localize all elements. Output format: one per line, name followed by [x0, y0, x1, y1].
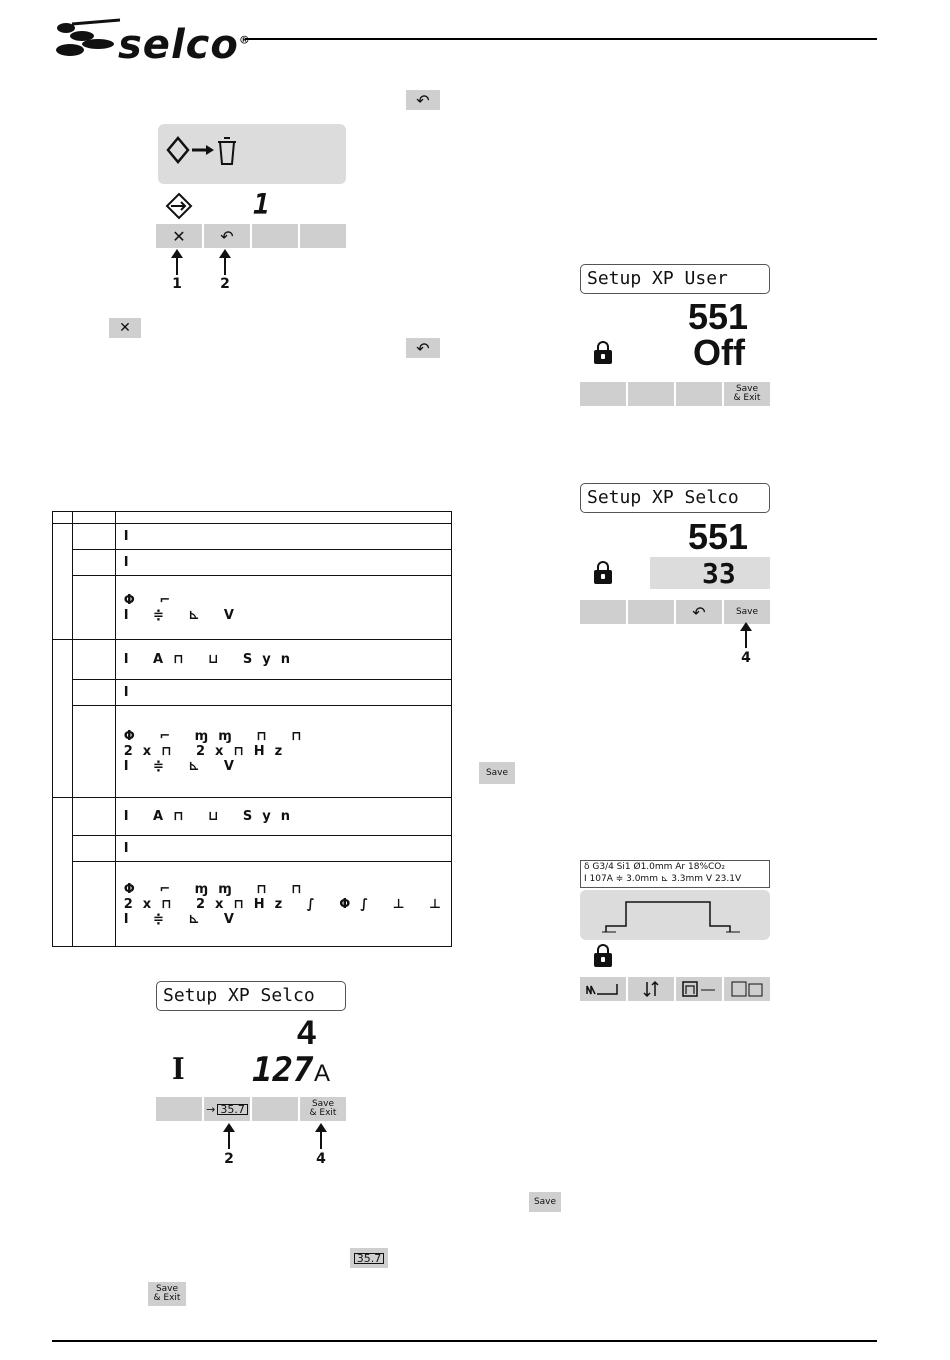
softkey-bar-1: ✕ ↶ — [156, 224, 346, 248]
empty-softkey[interactable] — [300, 224, 346, 248]
save-exit-softkey[interactable]: Save & Exit — [724, 382, 770, 406]
table-cell: I — [114, 835, 453, 862]
table-cell: I A⊓ ⊔ Syn — [114, 639, 453, 680]
status-line-1: δ G3/4 Si1 Ø1.0mm Ar 18%CO₂ — [584, 862, 725, 872]
pulse-waveform-icon — [602, 901, 740, 933]
brand-wordmark: selco® — [118, 22, 251, 68]
table-cell: I A⊓ ⊔ Syn — [114, 797, 453, 836]
program-softkey[interactable] — [724, 977, 770, 1001]
save-icon: Save — [479, 762, 515, 784]
table-cell: I — [114, 679, 453, 706]
table-cell: I — [114, 523, 453, 550]
value-softkey[interactable]: →35.7 — [204, 1097, 252, 1121]
header-rule — [245, 38, 877, 40]
cancel-icon: ✕ — [109, 318, 141, 338]
empty-softkey[interactable] — [628, 600, 676, 624]
program-to-trash-icon — [166, 136, 236, 165]
program-icon — [165, 192, 193, 220]
process-icon — [586, 984, 618, 995]
updown-softkey[interactable] — [628, 977, 676, 1001]
back-softkey[interactable]: ↶ — [204, 224, 252, 248]
softkey-bar-3: ↶ Save — [580, 600, 770, 624]
lock-icon — [594, 944, 612, 967]
table-cell: I — [114, 549, 453, 576]
parameter-table: I I Φ ⌐I ≑ ⊾ V I A⊓ ⊔ Syn I Φ ⌐ ɱɱ ⊓ ⊓2x… — [51, 511, 453, 947]
current-symbol: I — [172, 1052, 185, 1087]
softkey-bar-2: Save & Exit — [580, 382, 770, 406]
selco-logo-icon — [56, 18, 121, 56]
parameter-number: 4 — [297, 1014, 316, 1052]
save-softkey[interactable]: Save — [724, 600, 770, 624]
footer-rule — [52, 1340, 877, 1342]
table-cell: Φ ⌐ ɱɱ ⊓ ⊓2x⊓ 2x⊓Hz ∫ Φ∫ ⊥ ⊥I ≑ ⊾ V — [114, 861, 453, 947]
callout-label: 4 — [741, 650, 751, 666]
callout-label: 1 — [172, 276, 182, 292]
status-line-2: I 107A ≑ 3.0mm ⊾ 3.3mm V 23.1V — [584, 874, 742, 884]
cancel-softkey[interactable]: ✕ — [156, 224, 204, 248]
value-chip: 35.7 — [350, 1248, 388, 1268]
callout-arrow — [740, 622, 752, 648]
value-field[interactable]: 33 — [650, 557, 770, 590]
empty-softkey[interactable] — [676, 382, 724, 406]
callout-label: 2 — [224, 1151, 234, 1167]
lock-icon — [594, 561, 612, 584]
back-icon: ↶ — [220, 226, 234, 246]
callout-arrow — [171, 249, 183, 275]
mode-softkey[interactable] — [676, 977, 724, 1001]
save-exit-icon: Save & Exit — [148, 1282, 186, 1306]
current-unit: A — [314, 1060, 331, 1087]
table-cell: Φ ⌐I ≑ ⊾ V — [114, 575, 453, 640]
up-down-arrows-icon — [643, 980, 659, 998]
save-exit-softkey[interactable]: Save & Exit — [300, 1097, 346, 1121]
waveform-panel — [580, 890, 770, 940]
back-icon: ↶ — [692, 602, 706, 622]
empty-softkey[interactable] — [252, 224, 300, 248]
parameter-value: Off — [693, 332, 745, 373]
callout-label: 4 — [316, 1151, 326, 1167]
parameter-number: 551 — [688, 296, 749, 337]
screen-title: Setup XP User — [580, 264, 770, 294]
cancel-icon: ✕ — [172, 226, 186, 246]
program-number: 1 — [253, 188, 270, 221]
screen-title: Setup XP Selco — [156, 981, 346, 1011]
empty-softkey[interactable] — [252, 1097, 300, 1121]
parameter-number: 551 — [688, 516, 749, 557]
save-icon: Save — [529, 1192, 561, 1212]
process-softkey[interactable] — [580, 977, 628, 1001]
callout-label: 2 — [220, 276, 230, 292]
status-bar: δ G3/4 Si1 Ø1.0mm Ar 18%CO₂ I 107A ≑ 3.0… — [580, 860, 770, 888]
back-icon: ↶ — [406, 338, 440, 358]
softkey-bar-4 — [580, 977, 770, 1001]
empty-softkey[interactable] — [580, 600, 628, 624]
callout-arrow — [219, 249, 231, 275]
softkey-bar-5: →35.7 Save & Exit — [156, 1097, 346, 1121]
program-list-icon — [731, 981, 763, 997]
empty-softkey[interactable] — [628, 382, 676, 406]
empty-softkey[interactable] — [156, 1097, 204, 1121]
back-softkey[interactable]: ↶ — [676, 600, 724, 624]
empty-softkey[interactable] — [580, 382, 628, 406]
screen-title: Setup XP Selco — [580, 483, 770, 513]
delete-screen — [158, 124, 346, 184]
callout-arrow — [223, 1123, 235, 1149]
current-value: 127 — [252, 1050, 314, 1090]
lock-icon — [594, 341, 612, 364]
parameter-value: 33 — [702, 557, 736, 590]
mode-icon — [682, 981, 715, 997]
callout-arrow — [315, 1123, 327, 1149]
back-icon: ↶ — [406, 90, 440, 110]
